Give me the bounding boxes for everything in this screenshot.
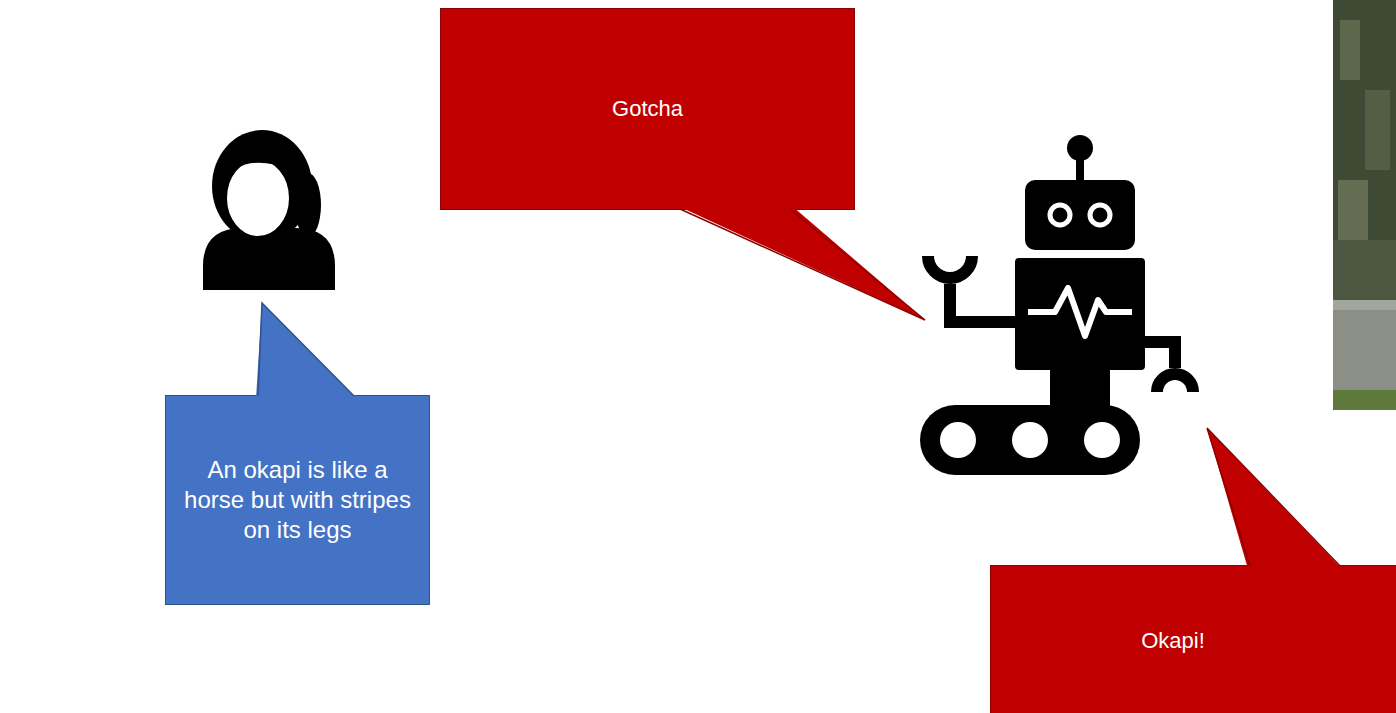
speech-text: An okapi is like a horse but with stripe… — [180, 455, 415, 545]
speech-tail-outline — [680, 209, 925, 320]
person-icon — [203, 130, 335, 290]
robot-arm — [1145, 342, 1175, 368]
photo-foliage — [1333, 0, 1396, 300]
robot-icon — [920, 135, 1193, 475]
photo-grass — [1333, 390, 1396, 410]
robot-wheel — [940, 422, 976, 458]
photo-wall — [1333, 300, 1396, 390]
robot-claw — [928, 256, 972, 278]
robot-antenna — [1067, 135, 1093, 161]
person-hair — [295, 173, 321, 237]
photo-foliage — [1365, 90, 1390, 170]
photo-foliage — [1338, 180, 1368, 250]
speech-tail — [1207, 428, 1342, 569]
person-body — [203, 228, 335, 290]
photo-foliage — [1333, 240, 1396, 300]
speech-bubble: Gotcha — [440, 8, 855, 210]
robot-antenna — [1076, 155, 1084, 183]
speech-tail — [678, 206, 925, 320]
speech-tail-fill — [256, 303, 356, 398]
robot-claw — [1157, 374, 1193, 392]
person-hair — [212, 130, 312, 242]
speech-tail-outline — [258, 303, 354, 396]
robot-head — [1025, 180, 1135, 250]
speech-bubble: An okapi is like a horse but with stripe… — [165, 395, 430, 605]
speech-tail-outline — [1207, 428, 1340, 566]
robot-eye — [1090, 205, 1110, 225]
speech-tail-fill — [1207, 428, 1342, 569]
speech-text: Okapi! — [1141, 627, 1205, 655]
robot-wheel — [1084, 422, 1120, 458]
robot-wheel — [1012, 422, 1048, 458]
person-fringe — [222, 148, 292, 185]
robot-tread — [920, 405, 1140, 475]
robot-base — [1050, 368, 1110, 408]
robot-body — [1015, 258, 1145, 370]
robot-eye — [1050, 205, 1070, 225]
photo-wall — [1333, 300, 1396, 310]
person-face — [225, 158, 291, 238]
speech-tail — [256, 303, 356, 398]
robot-arm — [950, 284, 1015, 322]
photo-foliage — [1340, 20, 1360, 80]
speech-tail-fill — [678, 206, 925, 320]
okapi-photo — [1333, 0, 1396, 410]
robot-pulse — [1028, 288, 1132, 336]
speech-bubble: Okapi! — [990, 565, 1396, 713]
speech-text: Gotcha — [612, 95, 683, 123]
